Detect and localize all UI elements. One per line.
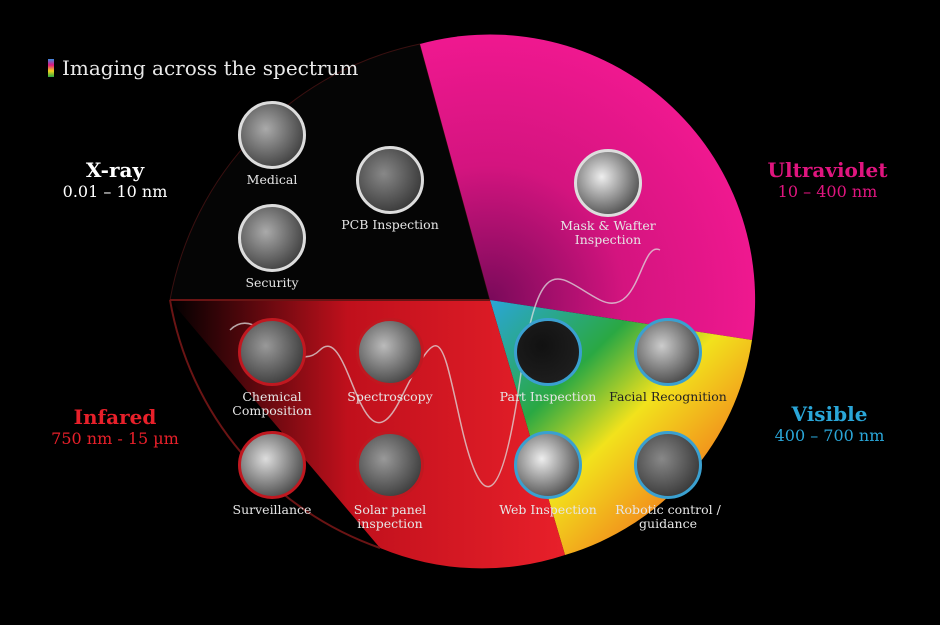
band-range: 10 – 400 nm	[777, 182, 878, 201]
spine-xray-icon	[238, 101, 306, 169]
page-title: Imaging across the spectrum	[48, 56, 358, 80]
application-label: Robotic control / guidance	[615, 502, 721, 531]
application-label: Chemical Composition	[232, 389, 312, 418]
band-name: Visible	[791, 402, 868, 426]
wafer-icon	[574, 149, 642, 217]
band-xray: X-ray 0.01 – 10 nm	[55, 158, 175, 201]
application-label: Solar panel inspection	[353, 502, 427, 531]
application-label: Medical	[246, 172, 298, 187]
application-label: PCB Inspection	[341, 217, 439, 232]
luggage-xray-icon	[238, 204, 306, 272]
solar-panel-icon	[356, 431, 424, 499]
band-name: Infared	[73, 405, 157, 429]
application-label: Mask & Wafter Inspection	[560, 218, 656, 247]
application-label: Spectroscopy	[347, 389, 433, 404]
bottles-icon	[514, 318, 582, 386]
face-icon	[634, 318, 702, 386]
title-text: Imaging across the spectrum	[62, 56, 359, 80]
band-range: 400 – 700 nm	[774, 426, 885, 445]
application-label: Surveillance	[232, 502, 312, 517]
application-label: Part Inspection	[499, 389, 597, 404]
application-label: Security	[245, 275, 299, 290]
spectrum-bar-icon	[48, 59, 54, 77]
robot-arm-icon	[634, 431, 702, 499]
application-label: Facial Recognition	[609, 389, 727, 404]
band-name: Ultraviolet	[767, 158, 888, 182]
band-range: 750 nm - 15 µm	[51, 429, 179, 448]
band-infrared: Infared 750 nm - 15 µm	[35, 405, 195, 448]
band-range: 0.01 – 10 nm	[62, 182, 168, 201]
brain-icon	[356, 318, 424, 386]
band-ultraviolet: Ultraviolet 10 – 400 nm	[755, 158, 900, 201]
web-roller-icon	[514, 431, 582, 499]
circuit-board-icon	[356, 146, 424, 214]
application-label: Web Inspection	[499, 502, 597, 517]
band-visible: Visible 400 – 700 nm	[757, 402, 902, 445]
pills-icon	[238, 318, 306, 386]
band-name: X-ray	[85, 158, 145, 182]
person-silhouette-icon	[238, 431, 306, 499]
wave-line	[229, 248, 661, 488]
